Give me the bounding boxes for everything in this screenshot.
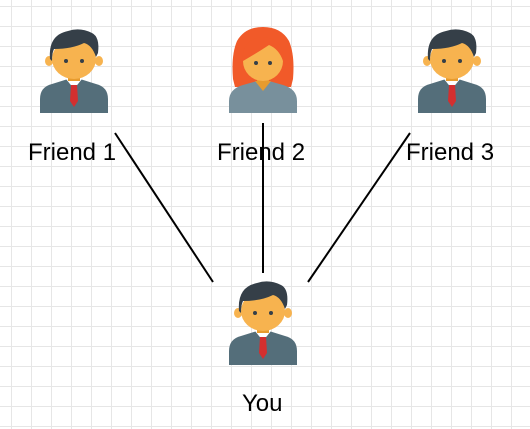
node-friend-2[interactable]: Friend 2 <box>217 27 305 166</box>
man-icon <box>40 29 108 113</box>
node-you[interactable]: You <box>229 281 297 417</box>
node-label: Friend 1 <box>28 139 116 166</box>
woman-icon <box>229 27 297 113</box>
man-icon <box>229 281 297 365</box>
edges <box>114 123 411 283</box>
node-label: Friend 3 <box>406 139 494 166</box>
node-label: Friend 2 <box>217 139 305 166</box>
node-label: You <box>242 390 283 417</box>
edge-friend-1-you <box>114 132 214 283</box>
man-icon <box>418 29 486 113</box>
edge-friend-3-you <box>307 132 411 283</box>
node-friend-1[interactable]: Friend 1 <box>28 29 116 166</box>
node-friend-3[interactable]: Friend 3 <box>406 29 494 166</box>
